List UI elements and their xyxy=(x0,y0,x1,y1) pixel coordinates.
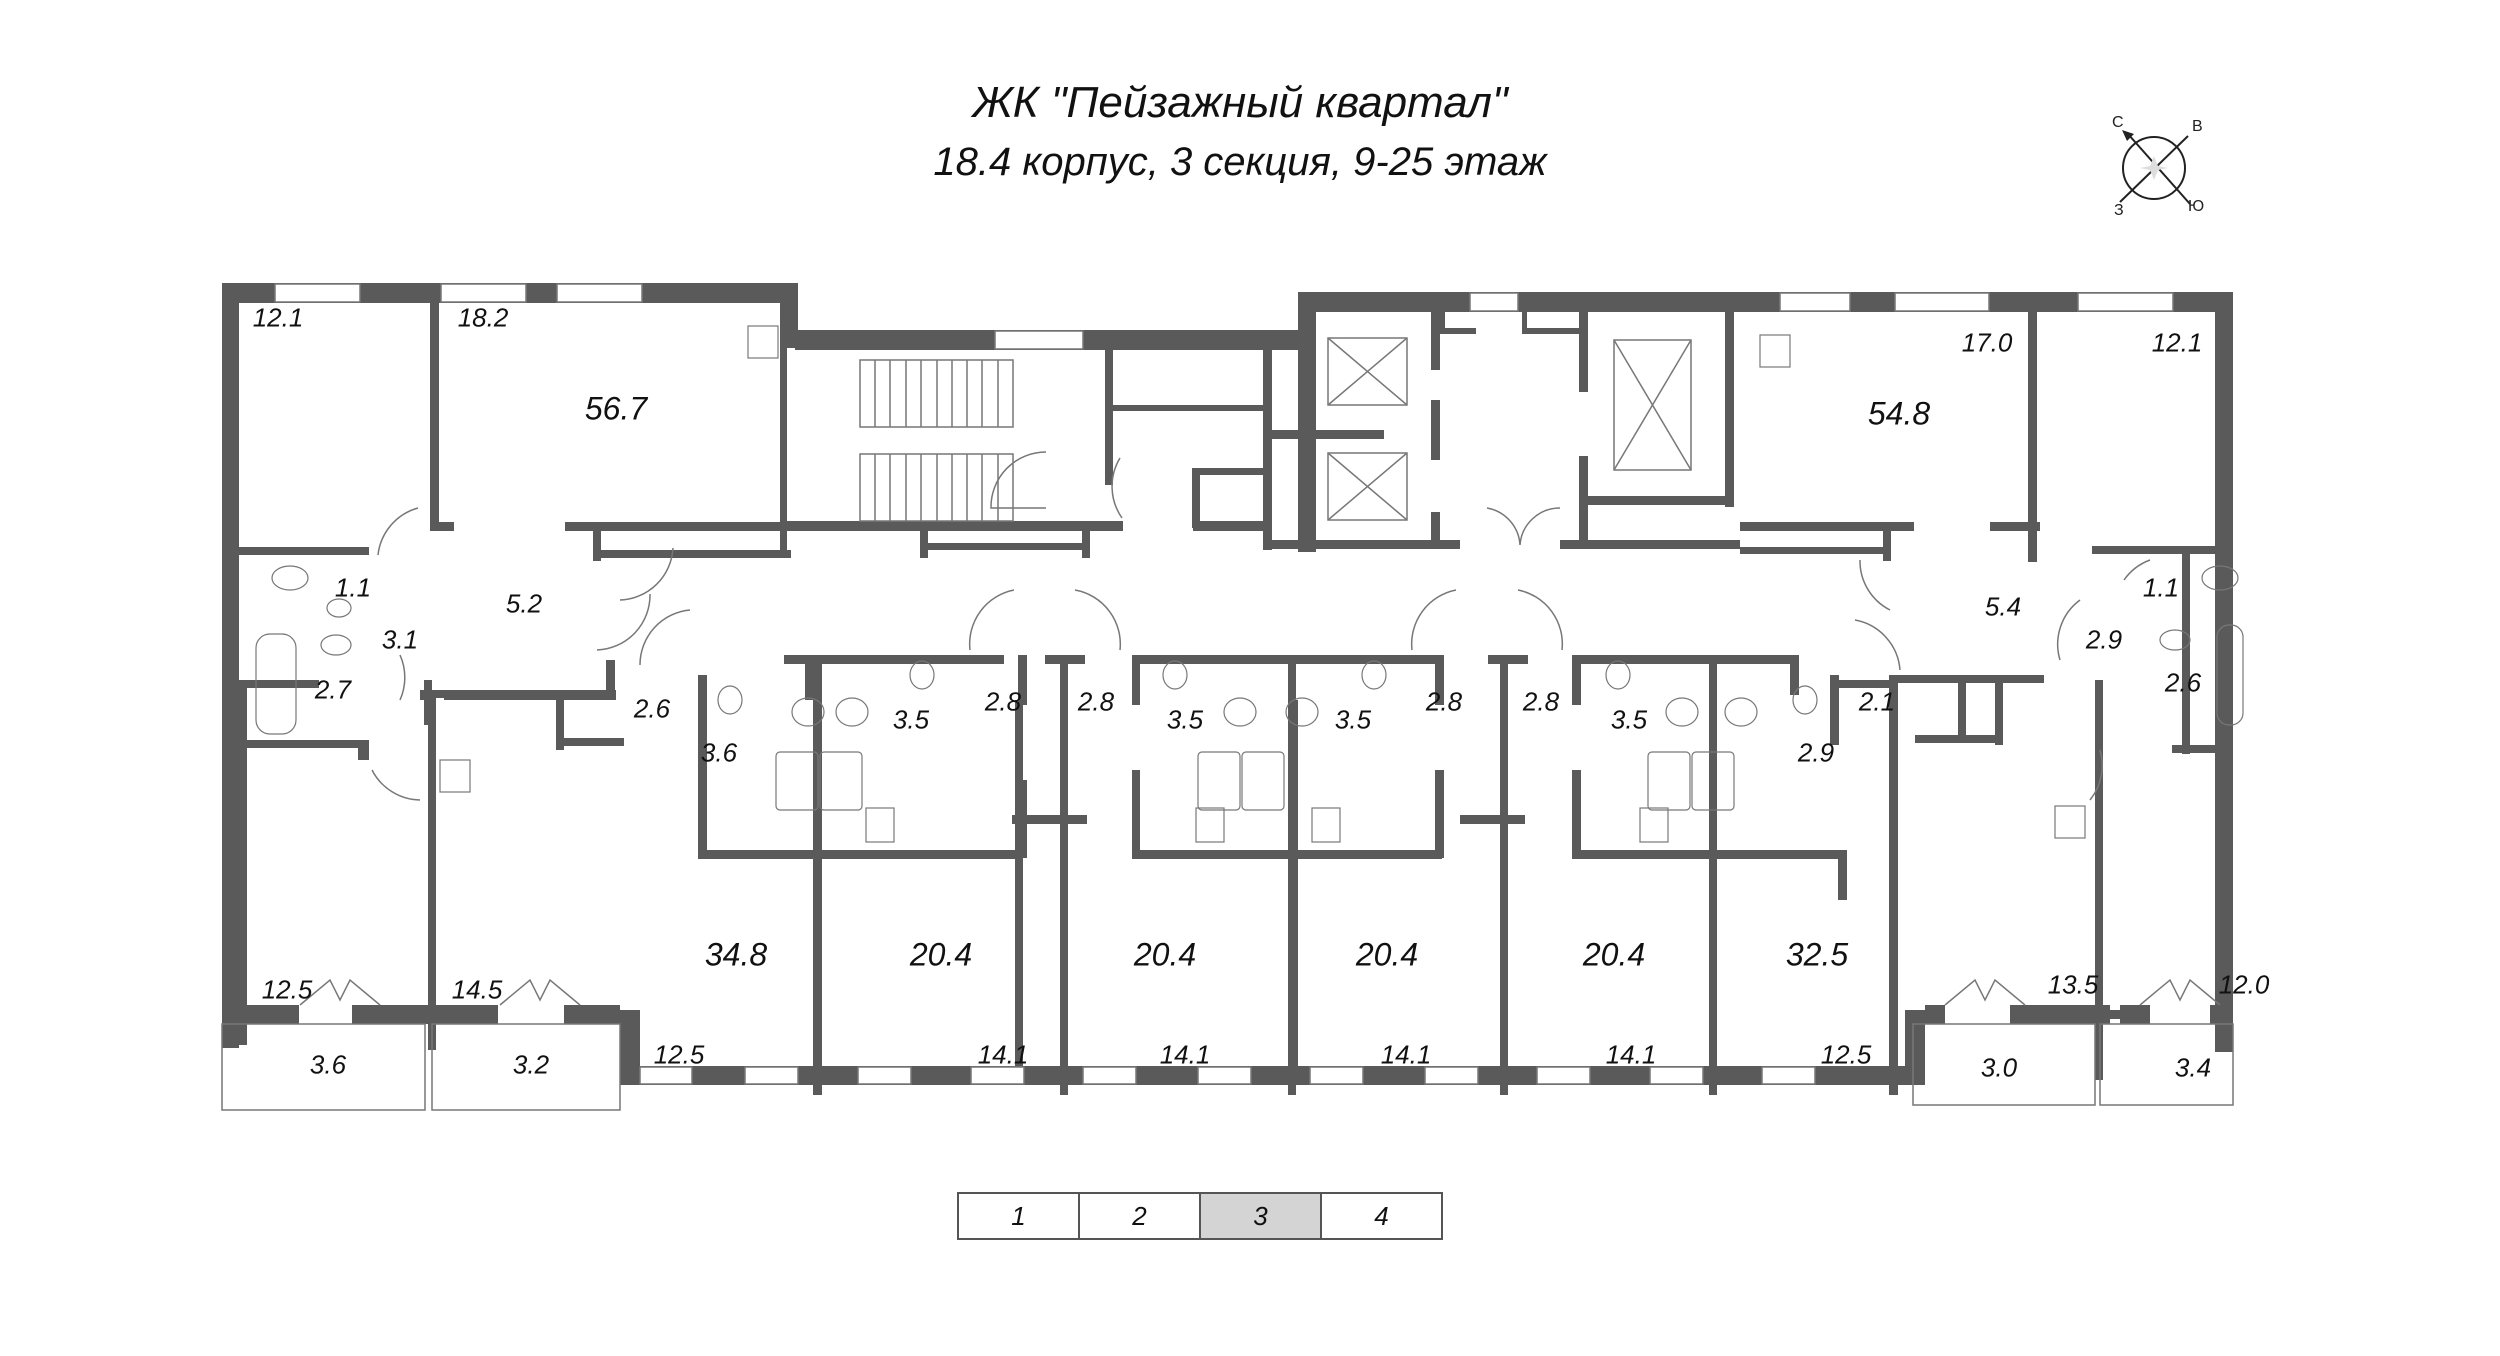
bathroom-fixtures xyxy=(255,565,2244,811)
doors xyxy=(299,451,2221,1006)
room-area-label: 3.6 xyxy=(700,737,738,768)
room-area-label: 2.6 xyxy=(633,693,671,724)
room-area-label: 5.2 xyxy=(505,588,543,619)
apartment-total-area: 54.8 xyxy=(1867,395,1931,432)
floor-tab-2[interactable]: 2 xyxy=(1080,1194,1201,1238)
compass-east-label: В xyxy=(2192,118,2203,135)
apartment-total-area: 34.8 xyxy=(704,936,768,973)
apartment-total-area: 32.5 xyxy=(1785,936,1849,973)
room-area-label: 3.1 xyxy=(381,624,419,655)
balconies xyxy=(221,1023,2234,1111)
page-subtitle: 18.4 корпус, 3 секция, 9-25 этаж xyxy=(933,140,1547,184)
walls xyxy=(222,283,2233,1095)
room-area-label: 3.0 xyxy=(1980,1052,2018,1083)
page-title: ЖК "Пейзажный квартал" xyxy=(972,78,1508,127)
room-area-label: 3.5 xyxy=(1166,704,1204,735)
apartment-total-area: 20.4 xyxy=(1355,936,1419,973)
stairs xyxy=(859,359,1014,522)
room-area-label: 12.5 xyxy=(653,1039,705,1070)
apartment-total-area: 56.7 xyxy=(584,390,648,427)
room-area-label: 2.8 xyxy=(1425,686,1463,717)
room-area-label: 1.1 xyxy=(2142,572,2180,603)
room-area-label: 14.1 xyxy=(1605,1039,1657,1070)
room-area-label: 2.1 xyxy=(1858,686,1896,717)
room-area-label: 2.6 xyxy=(2164,667,2202,698)
compass-south-label: Ю xyxy=(2188,198,2205,215)
room-area-label: 14.1 xyxy=(977,1039,1029,1070)
room-area-label: 14.1 xyxy=(1159,1039,1211,1070)
room-area-label: 2.9 xyxy=(2085,624,2123,655)
room-area-label: 13.5 xyxy=(2047,969,2099,1000)
room-area-label: 3.6 xyxy=(309,1049,347,1080)
room-area-label: 2.8 xyxy=(1522,686,1560,717)
apartment-total-area: 20.4 xyxy=(1133,936,1197,973)
room-area-label: 3.4 xyxy=(2174,1052,2212,1083)
room-area-label: 2.8 xyxy=(984,686,1022,717)
room-area-label: 3.5 xyxy=(1334,704,1372,735)
room-area-label: 1.1 xyxy=(334,572,372,603)
elevators xyxy=(1327,337,1692,521)
floor-tab-1[interactable]: 1 xyxy=(959,1194,1080,1238)
room-area-label: 12.1 xyxy=(2151,327,2203,358)
room-area-label: 3.5 xyxy=(1610,704,1648,735)
room-area-label: 17.0 xyxy=(1961,327,2013,358)
room-area-label: 12.5 xyxy=(1820,1039,1872,1070)
compass-north-label: С xyxy=(2112,114,2124,131)
room-area-label: 12.5 xyxy=(261,974,313,1005)
floor-tab-3[interactable]: 3 xyxy=(1201,1194,1322,1238)
room-area-label: 14.1 xyxy=(1380,1039,1432,1070)
apartment-total-area: 20.4 xyxy=(909,936,973,973)
room-area-label: 2.9 xyxy=(1797,737,1835,768)
room-area-label: 14.5 xyxy=(451,974,503,1005)
floor-selector: 1 2 3 4 xyxy=(957,1192,1443,1240)
compass-icon: С В З Ю xyxy=(2110,114,2204,230)
room-area-label: 12.0 xyxy=(2218,969,2270,1000)
room-area-label: 2.7 xyxy=(314,674,352,705)
apartment-total-area: 20.4 xyxy=(1582,936,1646,973)
room-area-label: 18.2 xyxy=(457,302,509,333)
windows xyxy=(274,283,2174,1085)
room-area-label: 12.1 xyxy=(252,302,304,333)
room-area-label: 2.8 xyxy=(1077,686,1115,717)
room-area-label: 3.5 xyxy=(892,704,930,735)
room-area-label: 5.4 xyxy=(1984,591,2022,622)
floor-tab-4[interactable]: 4 xyxy=(1374,1200,1389,1231)
room-area-label: 3.2 xyxy=(512,1049,550,1080)
compass-west-label: З xyxy=(2114,202,2124,219)
stove-icons xyxy=(439,325,2086,843)
